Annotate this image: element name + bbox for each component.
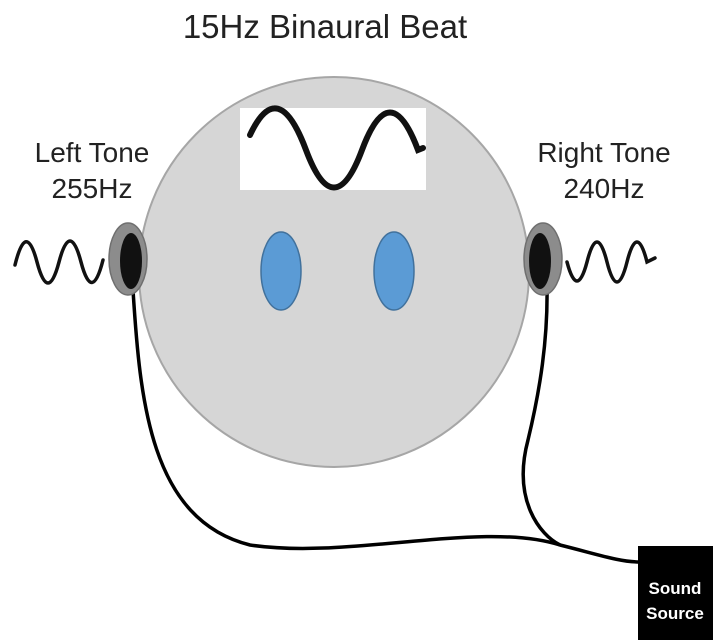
sound-source-label-line2: Source: [646, 604, 704, 623]
left-tone-wave: [15, 241, 103, 283]
right-eye: [374, 232, 414, 310]
left-eye: [261, 232, 301, 310]
right-cable: [523, 285, 560, 545]
right-tone-label: Right Tone: [537, 137, 670, 168]
right-tone-frequency: 240Hz: [564, 173, 645, 204]
left-tone-frequency: 255Hz: [52, 173, 133, 204]
beat-wave-background: [240, 108, 426, 190]
left-earpiece: [109, 223, 147, 295]
diagram-title: 15Hz Binaural Beat: [183, 8, 467, 45]
right-tone-wave: [567, 242, 655, 282]
sound-source-label-line1: Sound: [649, 579, 702, 598]
left-tone-label: Left Tone: [35, 137, 150, 168]
right-earpiece: [524, 223, 562, 295]
